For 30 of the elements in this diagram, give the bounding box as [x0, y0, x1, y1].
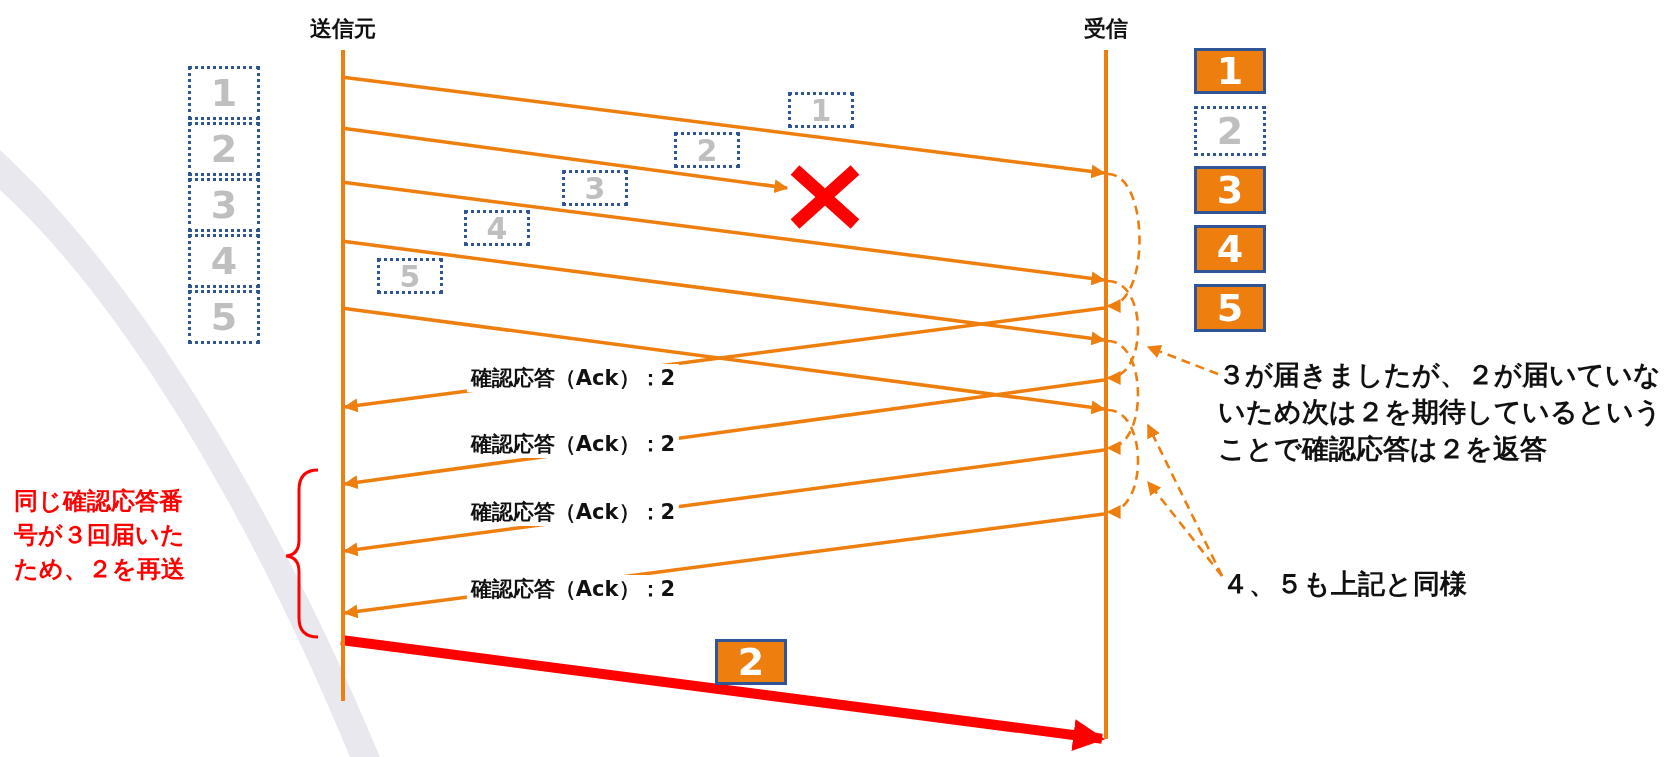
- packet-box: 1: [188, 66, 260, 120]
- loop-arrow: [1106, 408, 1140, 517]
- packet-box: 5: [377, 258, 443, 294]
- leader-line: [1146, 345, 1219, 376]
- packet-box: 3: [562, 170, 628, 206]
- packet-box: 3: [1194, 166, 1266, 214]
- packet-box: 5: [1194, 284, 1266, 332]
- arrow: [340, 635, 1106, 751]
- packet-box: 2: [1194, 106, 1266, 156]
- packet-box: 1: [788, 92, 854, 128]
- packet-box: 3: [188, 178, 260, 232]
- lifeline-header: 受信: [1084, 15, 1128, 43]
- packet-box: 4: [464, 210, 530, 246]
- loop-arrow: [1106, 279, 1140, 383]
- leader-line: [1146, 423, 1224, 577]
- packet-box: 4: [1194, 225, 1266, 273]
- loop-arrow: [1106, 339, 1140, 452]
- leader-line: [1146, 480, 1224, 577]
- lifeline-header: 送信元: [310, 15, 376, 43]
- packet-box: 2: [715, 639, 787, 685]
- packet-box: 4: [188, 234, 260, 288]
- packet-box: 2: [674, 132, 740, 168]
- packet-box: 5: [188, 290, 260, 344]
- annotation-text: ３が届きましたが、２が届いていないため次は２を期待しているということで確認応答は２を返答: [1218, 356, 1668, 506]
- packet-box: 2: [188, 122, 260, 176]
- annotation-text: ４、５も上記と同様: [1222, 565, 1522, 605]
- packet-box: 1: [1194, 48, 1266, 94]
- loop-arrow: [1106, 172, 1141, 310]
- note-text: 同じ確認応答番号が３回届いたため、２を再送: [14, 486, 186, 585]
- edge-label: 確認応答（Ack）：2: [466, 364, 680, 392]
